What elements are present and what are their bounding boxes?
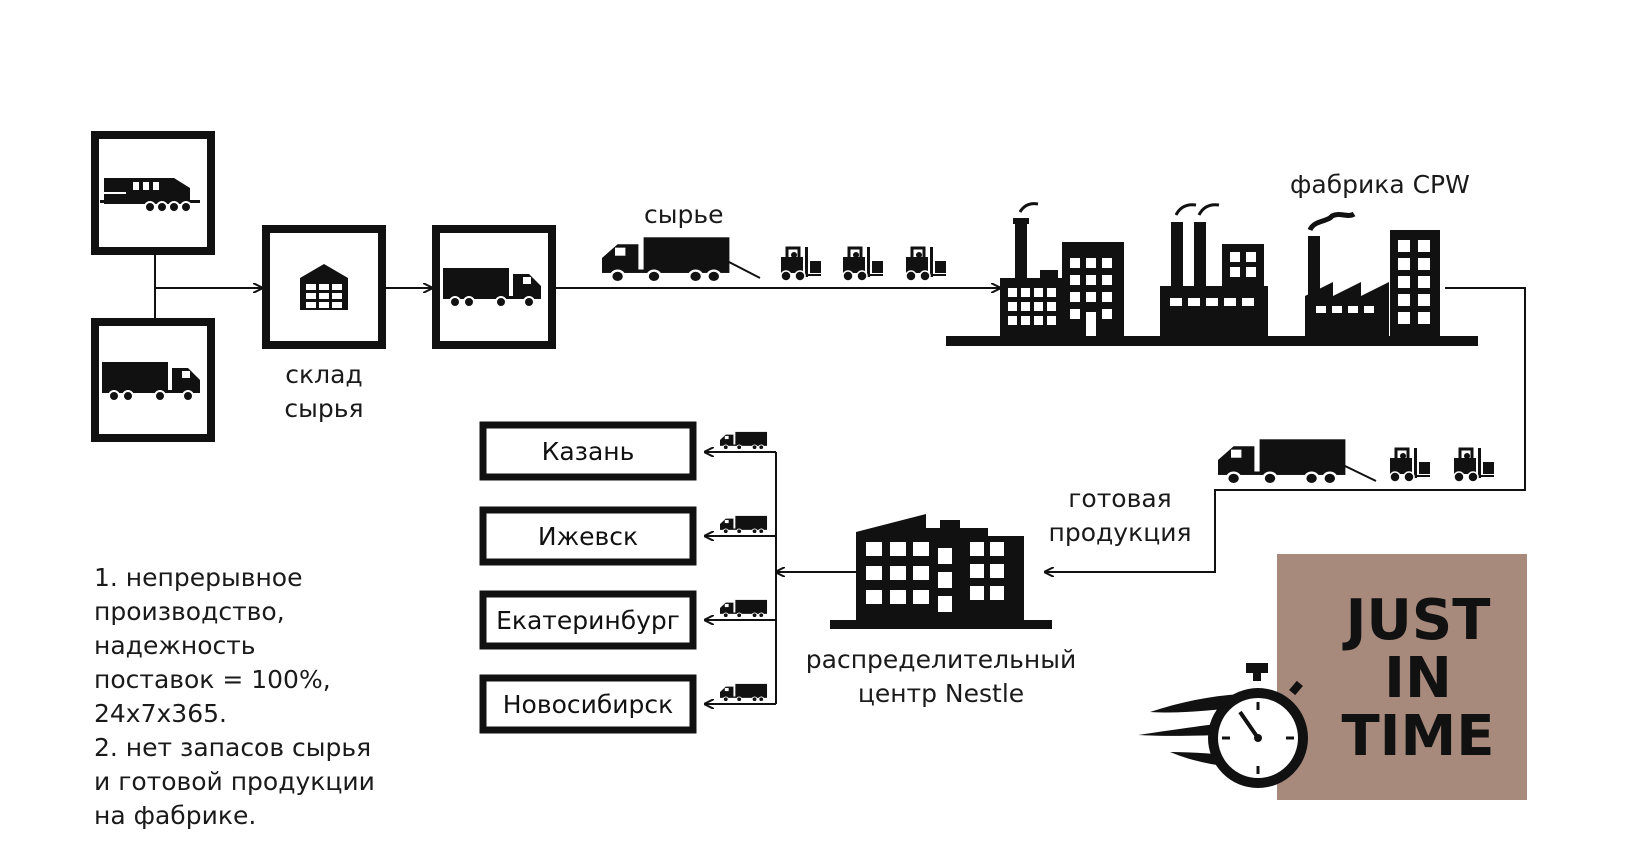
distribution-center-icon <box>830 514 1052 629</box>
truck-icon <box>719 683 768 702</box>
notes-line: 1. непрерывное <box>94 563 303 592</box>
notes-line: 2. нет запасов сырья <box>94 733 372 762</box>
badge-line1: JUST <box>1345 588 1491 653</box>
truck-icon <box>101 361 201 402</box>
stopwatch-icon <box>1138 663 1308 788</box>
notes-line: и готовой продукции <box>94 767 375 796</box>
city-kazan: Казань <box>541 436 635 466</box>
notes-line: надежность <box>94 631 256 660</box>
raw-warehouse-label: склад сырья <box>264 358 384 426</box>
notes-line: 24x7x365. <box>94 699 227 728</box>
truck-icon <box>719 431 768 450</box>
just-in-time-text: JUST IN TIME <box>1318 592 1518 766</box>
city-izhevsk: Ижевск <box>537 521 639 551</box>
truck-icon <box>719 515 768 534</box>
factory-label: фабрика CPW <box>1290 170 1470 199</box>
forklift-icon <box>779 245 823 283</box>
warehouse-box <box>262 225 386 349</box>
finished-goods-label: готовая продукция <box>1040 482 1200 550</box>
city-novosibirsk: Новосибирск <box>502 689 674 719</box>
finished-goods-label-line2: продукция <box>1048 518 1192 547</box>
raw-material-label: сырье <box>644 200 724 229</box>
distribution-center-label: распределительный центр Nestle <box>800 643 1082 711</box>
truck-icon <box>719 599 768 618</box>
notes-line: поставок = 100%, <box>94 665 331 694</box>
city-ekaterinburg: Екатеринбург <box>496 605 680 635</box>
warehouse-icon <box>300 264 348 310</box>
forklift-icon <box>1452 446 1496 484</box>
finished-goods-label-line1: готовая <box>1068 484 1172 513</box>
flow-lines <box>154 255 1526 704</box>
truck-icon <box>600 236 731 284</box>
train-icon <box>100 178 200 213</box>
forklift-icon <box>904 245 948 283</box>
city-boxes <box>479 421 697 734</box>
notes-line: на фабрике. <box>94 801 257 830</box>
forklift-icon <box>1388 446 1432 484</box>
factory-icon <box>946 202 1478 346</box>
notes-line: производство, <box>94 597 285 626</box>
truck-box-supply <box>91 318 215 442</box>
distribution-center-label-line1: распределительный <box>805 645 1077 674</box>
truck-icon <box>442 267 542 308</box>
raw-warehouse-label-line2: сырья <box>284 394 364 423</box>
distribution-center-label-line2: центр Nestle <box>857 679 1025 708</box>
notes-list: 1. непрерывное производство, надежность … <box>94 561 414 833</box>
truck-icon <box>1216 437 1347 486</box>
truck-box-transfer <box>432 225 556 349</box>
badge-line3: TIME <box>1341 704 1495 769</box>
train-box <box>91 131 215 255</box>
forklift-icon <box>841 245 885 283</box>
raw-warehouse-label-line1: склад <box>285 360 363 389</box>
just-in-time-badge <box>1277 554 1527 800</box>
badge-line2: IN <box>1384 646 1452 711</box>
